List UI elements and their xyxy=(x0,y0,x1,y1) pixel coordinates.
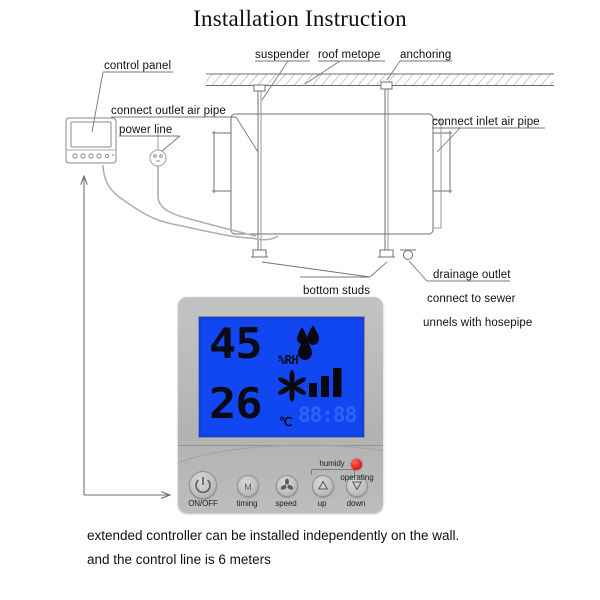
label-anchoring: anchoring xyxy=(400,49,452,61)
temperature-unit-label: ℃ xyxy=(279,415,293,429)
note-line-1: extended controller can be installed ind… xyxy=(87,528,460,543)
controller-seam xyxy=(178,445,383,446)
svg-text:M: M xyxy=(244,482,252,492)
dehumidifier-unit-shape xyxy=(212,113,452,235)
operating-led-label: operating xyxy=(340,473,374,482)
water-drop-icon xyxy=(297,325,319,360)
triangle-down-icon xyxy=(351,481,363,491)
triangle-up-icon xyxy=(317,480,329,490)
temperature-reading: 26 xyxy=(209,379,263,428)
label-connect-outlet-pipe: connect outlet air pipe xyxy=(111,105,226,117)
control-button-row: humidy ON/OFF M timing xyxy=(178,459,383,513)
note-line-2: and the control line is 6 meters xyxy=(87,552,271,567)
fan-icon xyxy=(278,370,306,402)
clock-reading: 88:88 xyxy=(298,403,357,427)
label-connect-to-sewer: connect to sewer xyxy=(427,293,516,305)
label-bottom-studs: bottom studs xyxy=(303,285,371,297)
label-power-line: power line xyxy=(119,124,173,136)
power-icon xyxy=(195,477,211,494)
humidity-down-button[interactable] xyxy=(346,475,368,497)
humidity-unit-label: %RH xyxy=(278,353,299,367)
onoff-button-label: ON/OFF xyxy=(188,499,218,508)
label-control-panel: control panel xyxy=(104,60,172,72)
suspender-rod-left xyxy=(251,84,268,258)
label-connect-inlet-pipe: connect inlet air pipe xyxy=(432,116,540,128)
timing-button-label: timing xyxy=(236,499,258,508)
humidity-down-label: down xyxy=(346,499,366,508)
control-panel-shape xyxy=(65,117,117,164)
mode-m-icon: M xyxy=(244,482,252,492)
humidity-group-label: humidy xyxy=(319,459,345,468)
installation-flow-arrow xyxy=(84,176,170,495)
extended-controller[interactable]: 45 %RH 26 ℃ 88:88 xyxy=(178,297,383,513)
cable-lines xyxy=(102,164,279,241)
label-suspender: suspender xyxy=(255,49,310,61)
humidity-reading: 45 xyxy=(209,319,263,368)
lcd-display: 45 %RH 26 ℃ 88:88 xyxy=(198,316,365,438)
signal-bars-icon xyxy=(309,368,342,397)
roof-metope-shape xyxy=(206,73,554,86)
drainage-outlet-shape xyxy=(400,249,416,260)
humidity-up-button[interactable] xyxy=(312,475,334,497)
leader-lines xyxy=(91,60,545,282)
operating-led-indicator xyxy=(351,459,362,470)
fan-speed-icon xyxy=(280,478,294,490)
speed-button-label: speed xyxy=(275,499,297,508)
lcd-icon-group xyxy=(278,325,342,402)
timing-button[interactable]: M xyxy=(237,475,259,497)
label-unnels-hosepipe: unnels with hosepipe xyxy=(423,317,533,329)
page-title: Installation Instruction xyxy=(193,6,407,31)
label-drainage-outlet: drainage outlet xyxy=(433,269,511,281)
humidity-bracket xyxy=(311,469,355,475)
onoff-button[interactable] xyxy=(189,471,217,499)
anchoring-rod-right xyxy=(378,81,395,258)
speed-button[interactable] xyxy=(276,475,298,497)
label-roof-metope: roof metope xyxy=(318,49,381,61)
power-plug-shape xyxy=(149,133,167,196)
humidity-up-label: up xyxy=(317,499,327,508)
